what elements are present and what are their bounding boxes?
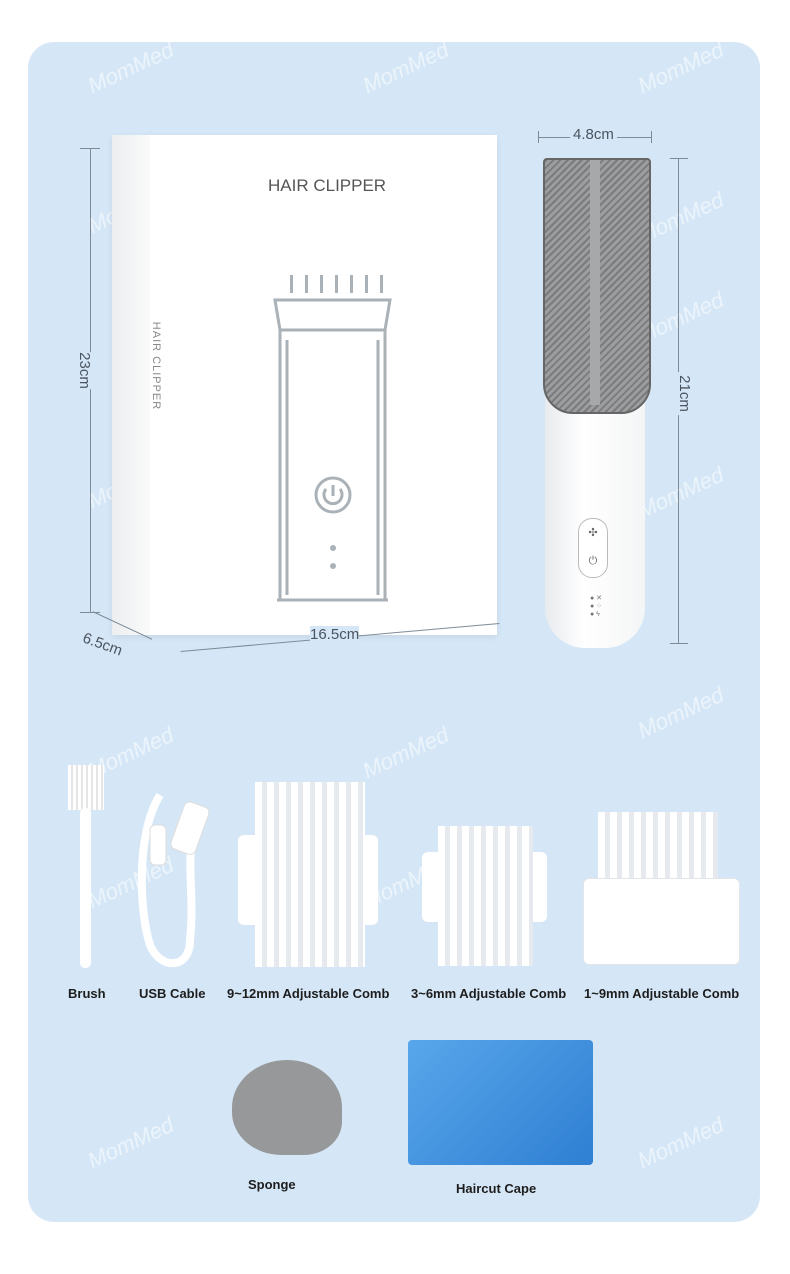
sponge-image	[232, 1060, 342, 1155]
comb-teeth	[255, 782, 365, 967]
label-brush: Brush	[68, 986, 106, 1001]
comb-teeth	[438, 826, 533, 966]
box-height-label: 23cm	[75, 352, 93, 389]
comb-1-9mm-image	[583, 878, 740, 965]
box-title: HAIR CLIPPER	[268, 176, 387, 195]
haircut-cape-image	[408, 1040, 593, 1165]
product-box	[112, 135, 497, 635]
tick	[651, 131, 652, 143]
label-comb-1-9: 1~9mm Adjustable Comb	[584, 986, 740, 1001]
clipper-height-label: 21cm	[675, 372, 693, 415]
brush-handle	[80, 808, 91, 968]
label-comb-3-6: 3~6mm Adjustable Comb	[411, 986, 567, 1001]
clipper-width-label: 4.8cm	[570, 126, 617, 143]
usb-cable-image	[137, 792, 210, 968]
tick	[80, 612, 100, 613]
label-haircut-cape: Haircut Cape	[456, 1181, 537, 1196]
tick	[80, 148, 100, 149]
tick	[670, 643, 688, 644]
indicator-dots: ● ✕● ⁘● ϟ	[590, 595, 603, 618]
label-sponge: Sponge	[248, 1177, 296, 1192]
box-width-label: 16.5cm	[310, 626, 360, 643]
comb-teeth	[598, 812, 718, 882]
label-usb-cable: USB Cable	[139, 986, 206, 1001]
tick	[538, 131, 539, 143]
box-spine	[112, 135, 150, 635]
clipper-control-pill[interactable]: ✣⏻	[578, 518, 608, 578]
label-comb-9-12: 9~12mm Adjustable Comb	[227, 986, 390, 1001]
clipper-spine	[590, 160, 600, 405]
tick	[670, 158, 688, 159]
power-icon[interactable]: ⏻	[588, 555, 598, 567]
box-spine-text: HAIR CLIPPER	[150, 321, 163, 411]
clipper-outline-illustration	[273, 275, 392, 602]
fan-icon[interactable]: ✣	[588, 527, 598, 539]
brush-image	[68, 765, 104, 810]
